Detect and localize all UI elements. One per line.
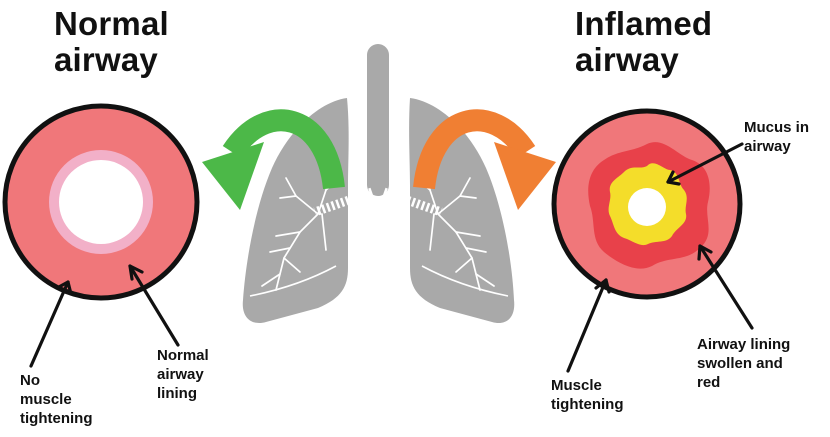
normal-airway-cross-section [5,106,197,298]
label-airway-lining-swollen: Airway lining swollen and red [697,335,790,392]
label-line: swollen and [697,354,790,373]
normal-airway-title: Normal airway [54,6,169,78]
pointer-no-muscle-tightening [31,282,71,366]
label-line: Normal [157,346,209,365]
label-muscle-tightening: Muscle tightening [551,376,623,414]
label-line: airway [157,365,209,384]
inflamed-title-line2: airway [575,42,712,78]
pointer-muscle-tightening [568,280,609,371]
normal-title-line1: Normal [54,6,169,42]
label-line: airway [744,137,809,156]
trachea [367,44,389,196]
label-no-muscle-tightening: No muscle tightening [20,371,92,428]
label-line: lining [157,384,209,403]
label-line: muscle [20,390,92,409]
label-line: Airway lining [697,335,790,354]
lungs-icon [243,44,514,323]
label-normal-airway-lining: Normal airway lining [157,346,209,403]
label-line: red [697,373,790,392]
normal-title-line2: airway [54,42,169,78]
inflamed-airway-cross-section [554,111,740,297]
label-line: Muscle [551,376,623,395]
label-line: No [20,371,92,390]
label-line: Mucus in [744,118,809,137]
inflamed-airway-lumen [628,188,666,226]
label-line: tightening [20,409,92,428]
normal-airway-lumen [59,160,143,244]
inflamed-airway-title: Inflamed airway [575,6,712,78]
label-mucus-in-airway: Mucus in airway [744,118,809,156]
inflamed-title-line1: Inflamed [575,6,712,42]
label-line: tightening [551,395,623,414]
